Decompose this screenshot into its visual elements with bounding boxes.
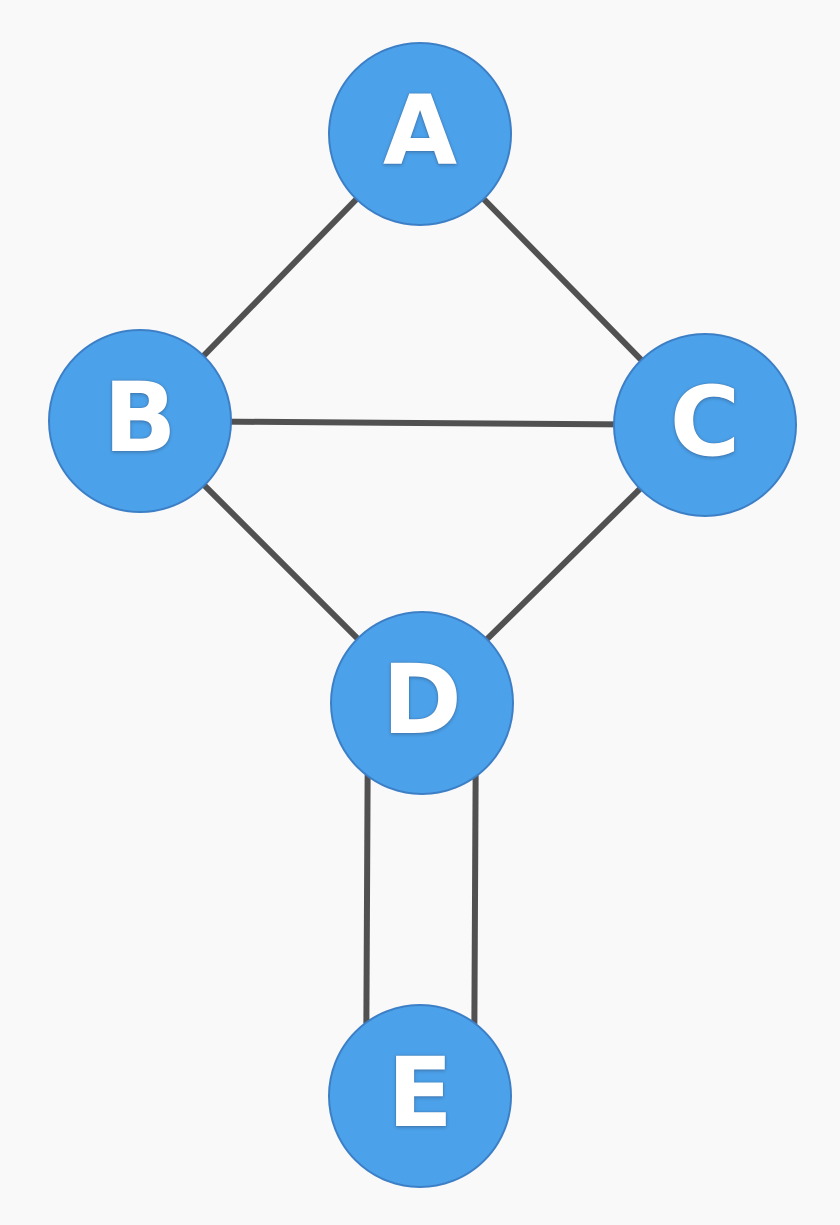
node-A[interactable]: A: [328, 42, 512, 226]
node-E[interactable]: E: [328, 1004, 512, 1188]
edge-B-C: [139, 418, 706, 428]
node-label: B: [103, 362, 177, 474]
node-label: E: [387, 1037, 453, 1149]
node-C[interactable]: C: [613, 333, 797, 517]
node-label: C: [669, 366, 741, 478]
node-B[interactable]: B: [48, 329, 232, 513]
node-D[interactable]: D: [330, 611, 514, 795]
node-label: D: [382, 644, 462, 756]
node-label: A: [382, 75, 458, 187]
